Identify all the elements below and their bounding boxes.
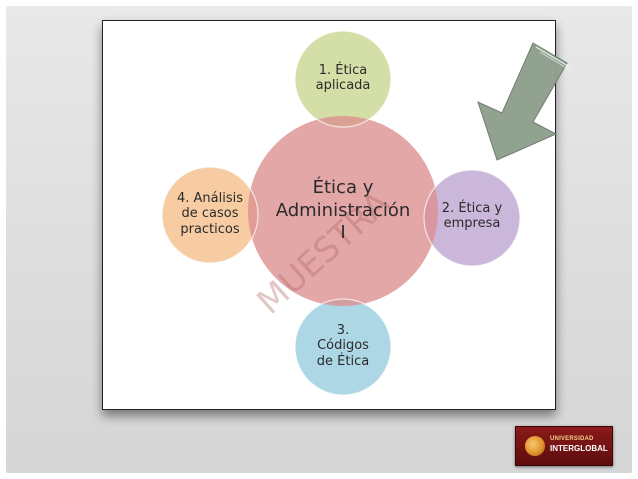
university-logo: UNIVERSIDAD INTERGLOBAL (515, 426, 613, 466)
node-top-label: 1. Ética aplicada (315, 63, 371, 94)
node-top-circle (295, 31, 391, 127)
node-left-outline (161, 166, 259, 264)
center-circle (248, 116, 438, 306)
center-label: Ética y Administración I (275, 177, 411, 243)
logo-line1: UNIVERSIDAD (550, 436, 594, 442)
node-right-circle (424, 170, 520, 266)
node-bottom-label: 3. Códigos de Ética (316, 323, 370, 369)
slide: MUESTRA 1. Ética aplicada 2. Ética y emp… (102, 20, 556, 410)
logo-emblem-icon (525, 436, 545, 456)
node-right-label: 2. Ética y empresa (441, 201, 503, 232)
node-right-outline (423, 169, 521, 267)
diagram-svg: MUESTRA (161, 30, 521, 396)
logo-line2: INTERGLOBAL (550, 444, 608, 453)
node-left-circle (162, 167, 258, 263)
node-top-outline (294, 30, 392, 128)
node-left-label: 4. Análisis de casos practicos (176, 191, 243, 237)
node-bottom-outline (294, 298, 392, 396)
node-bottom-circle (295, 299, 391, 395)
